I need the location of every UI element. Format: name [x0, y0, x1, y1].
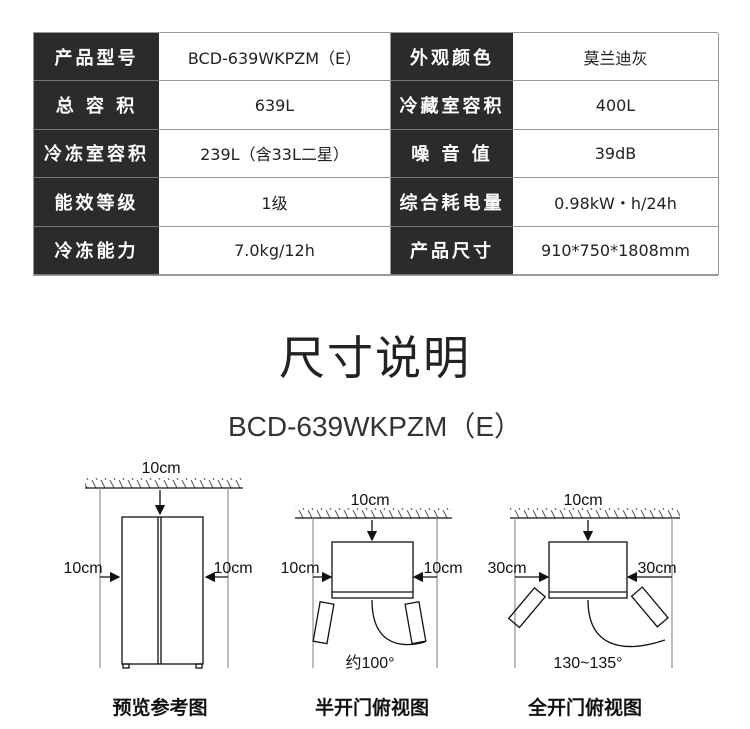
diagram-caption: 预览参考图 — [112, 696, 207, 719]
front-view-diagram — [85, 478, 243, 669]
spec-label: 外观颜色 — [391, 33, 513, 82]
full-open-diagram — [507, 508, 680, 668]
spec-value: BCD-639WKPZM（E） — [159, 33, 391, 82]
installation-diagrams: 10cm 10cm 10cm 10cm 10cm 10cm 约100° 10cm… — [63, 460, 680, 719]
left-clearance-label: 30cm — [487, 560, 526, 577]
left-clearance-label: 10cm — [280, 560, 319, 577]
spec-value: 910*750*1808mm — [513, 226, 719, 275]
fridge-top-icon — [331, 541, 414, 599]
spec-value: 239L（含33L二星） — [159, 129, 391, 179]
door-angle-label: 130~135° — [553, 655, 622, 672]
spec-label: 综合耗电量 — [391, 178, 513, 227]
top-clearance-label: 10cm — [141, 460, 180, 477]
door-icon — [404, 601, 427, 645]
spec-label: 能效等级 — [34, 178, 159, 227]
spec-label: 产品型号 — [34, 33, 159, 82]
spec-value: 0.98kW・h/24h — [513, 178, 719, 227]
top-clearance-label: 10cm — [350, 492, 389, 509]
spec-label: 冷藏室容积 — [391, 81, 513, 130]
spec-value: 1级 — [159, 178, 391, 227]
spec-value: 7.0kg/12h — [159, 226, 391, 275]
spec-label: 产品尺寸 — [391, 226, 513, 275]
spec-label: 总 容 积 — [34, 81, 159, 130]
spec-value: 39dB — [513, 129, 719, 179]
half-open-diagram — [295, 508, 452, 668]
fridge-top-icon — [548, 541, 628, 599]
door-icon — [507, 586, 547, 629]
right-clearance-label: 10cm — [213, 560, 252, 577]
left-clearance-label: 10cm — [63, 560, 102, 577]
spec-value: 400L — [513, 81, 719, 130]
spec-label: 冷冻能力 — [34, 226, 159, 275]
door-icon — [312, 601, 335, 645]
top-clearance-label: 10cm — [563, 492, 602, 509]
door-icon — [630, 586, 669, 628]
right-clearance-label: 30cm — [637, 560, 676, 577]
fridge-front-icon — [121, 516, 204, 665]
section-title: 尺寸说明 — [279, 331, 471, 385]
right-clearance-label: 10cm — [423, 560, 462, 577]
model-number: BCD-639WKPZM（E） — [227, 411, 523, 442]
spec-label: 冷冻室容积 — [34, 129, 159, 179]
spec-value: 639L — [159, 81, 391, 130]
door-angle-label: 约100° — [345, 654, 394, 672]
spec-value: 莫兰迪灰 — [513, 33, 719, 82]
diagram-caption: 半开门俯视图 — [315, 696, 429, 719]
spec-label: 噪 音 值 — [391, 129, 513, 179]
diagram-caption: 全开门俯视图 — [527, 696, 642, 719]
